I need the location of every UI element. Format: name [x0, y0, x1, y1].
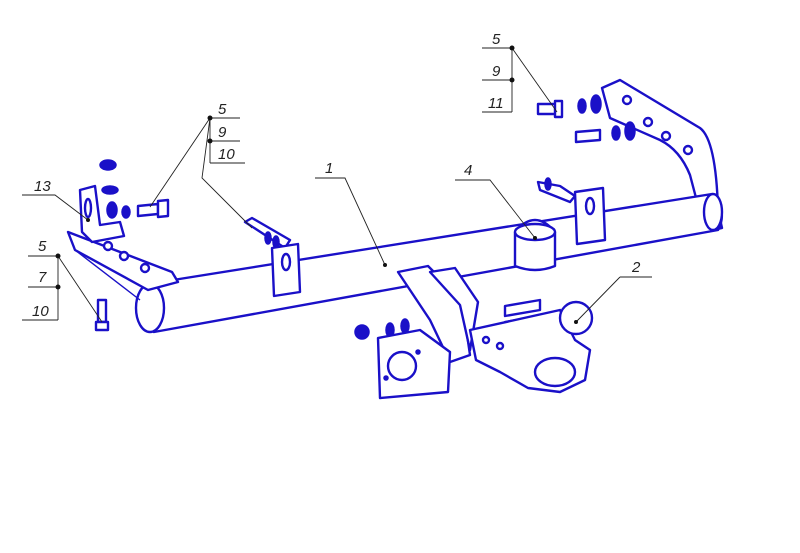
callout-label: 11 — [488, 95, 504, 112]
socket-plate — [376, 328, 452, 400]
callout-2: 2 — [574, 259, 652, 324]
callout-label: 13 — [34, 178, 51, 195]
callout-13: 13 — [22, 178, 90, 222]
callout-label: 10 — [32, 303, 49, 320]
callout-middle-left: 5 9 10 — [149, 101, 253, 229]
ball-cover-4 — [513, 218, 557, 272]
bracket-13 — [78, 184, 126, 244]
callout-label: 1 — [325, 160, 333, 177]
callout-label: 4 — [464, 162, 472, 179]
callout-label: 9 — [492, 63, 501, 80]
callout-left: 5 7 10 — [22, 238, 103, 323]
callout-label: 2 — [631, 259, 641, 276]
callout-top-right: 5 9 11 — [482, 31, 558, 113]
callout-4: 4 — [455, 162, 537, 240]
tow-arm — [396, 264, 594, 394]
beam-brackets — [270, 186, 607, 298]
callout-label: 5 — [492, 31, 501, 48]
callout-label: 5 — [218, 101, 227, 118]
callout-label: 5 — [38, 238, 47, 255]
callout-label: 7 — [38, 269, 47, 286]
callout-label: 10 — [218, 146, 235, 163]
callout-1: 1 — [315, 160, 387, 267]
left-side-plate — [66, 230, 180, 301]
callout-label: 9 — [218, 124, 227, 141]
